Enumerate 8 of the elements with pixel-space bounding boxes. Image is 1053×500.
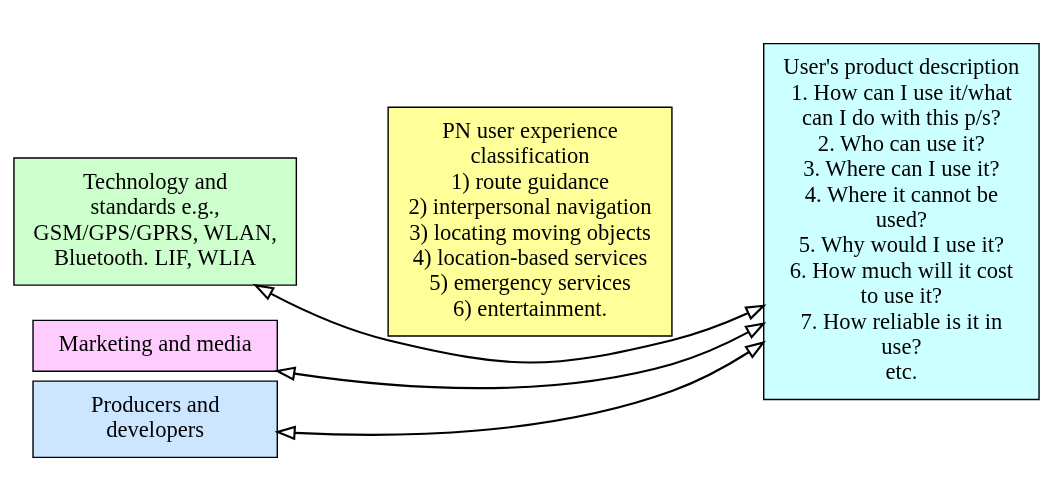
arrow bbox=[274, 340, 766, 440]
node-box: Marketing and media bbox=[32, 319, 278, 372]
node-box: Technology and standards e.g., GSM/GPS/GPRS, WLAN, Bluetooth. LIF, WLIA bbox=[13, 156, 298, 286]
node-box: PN user experience classification 1) route guidance 2) interpersonal navigation 3) locating moving objects 4) location-based services 5) emergency services 6) entertainment. bbox=[387, 106, 673, 337]
arrow bbox=[252, 283, 767, 364]
arrow bbox=[274, 321, 767, 389]
node-box: Producers and developers bbox=[32, 379, 278, 458]
node-box: User's product description 1. How can I use it/what can I do with this p/s? 2. Who can use it? 3. Where can I use it? 4. Where it cannot be used? 5. Why would I use it? 6. How much will it cost to use it? 7. How reliable is it in use? etc. bbox=[763, 42, 1040, 400]
